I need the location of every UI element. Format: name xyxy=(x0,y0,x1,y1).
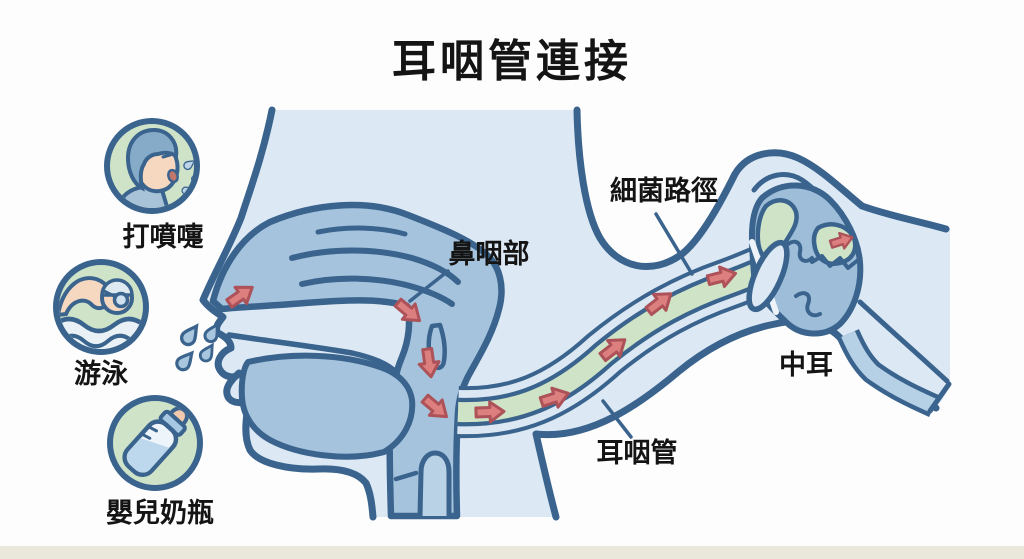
tongue xyxy=(238,352,416,460)
middle-ear-label: 中耳 xyxy=(779,350,833,380)
sneeze-hair xyxy=(125,127,179,192)
sneeze-eye xyxy=(161,153,172,159)
eustachian-tube-band xyxy=(457,243,778,439)
sneeze-mouth xyxy=(167,168,179,184)
page-title: 耳咽管連接 xyxy=(392,37,632,86)
bottle-milk xyxy=(126,438,170,473)
neck-back-outline xyxy=(532,317,940,521)
ear-canal-top-stripe xyxy=(857,299,950,384)
annotations: 鼻咽部 細菌路徑 中耳 耳咽管 xyxy=(408,175,833,468)
baby-bottle-icon xyxy=(122,406,189,478)
epiglottis xyxy=(417,450,452,517)
bacteria-path-label: 細菌路徑 xyxy=(610,175,718,206)
skull-ear-outline xyxy=(573,106,950,270)
airway xyxy=(209,201,505,520)
palate-line xyxy=(226,332,400,376)
ear-canal-tip-cut xyxy=(927,381,952,414)
ossicle-squiggle-2 xyxy=(794,291,822,318)
turbinate-line-3 xyxy=(315,225,408,237)
eustachian-tube-label: 耳咽管 xyxy=(597,438,678,468)
swim-goggle xyxy=(112,291,130,309)
swim-wave-2 xyxy=(59,333,134,349)
nasopharynx-label: 鼻咽部 xyxy=(449,238,530,269)
bottle-mark-2 xyxy=(141,432,152,440)
risk-factor-sneeze: 打噴嚏 xyxy=(104,118,204,252)
bottom-strip xyxy=(0,546,1024,559)
bacteria-path-pointer xyxy=(654,212,694,276)
swim-label: 游泳 xyxy=(74,359,129,389)
vocal-fold-line xyxy=(393,470,419,482)
risk-factor-bottle: 嬰兒奶瓶 xyxy=(106,395,214,528)
turbinate-line-2 xyxy=(299,275,455,307)
tube-green-channel xyxy=(457,258,772,423)
ossicle-squiggle-1 xyxy=(784,239,814,263)
swim-cap xyxy=(100,278,134,297)
ear-canal-fill xyxy=(841,330,938,413)
bottle-label: 嬰兒奶瓶 xyxy=(106,498,214,528)
turbinate-line-1 xyxy=(289,247,461,285)
ossicle-zigzag xyxy=(810,254,860,270)
risk-factor-swim: 游泳 xyxy=(53,259,149,389)
sneeze-label: 打噴嚏 xyxy=(123,222,204,252)
eustachian-tube-pointer xyxy=(601,399,633,439)
nasopharynx-pointer xyxy=(408,269,450,303)
bottle-mark-1 xyxy=(147,425,158,433)
swim-goggle-band xyxy=(102,289,116,298)
ear-region xyxy=(746,172,952,417)
eardrum xyxy=(746,239,790,313)
face-outline xyxy=(199,106,377,521)
